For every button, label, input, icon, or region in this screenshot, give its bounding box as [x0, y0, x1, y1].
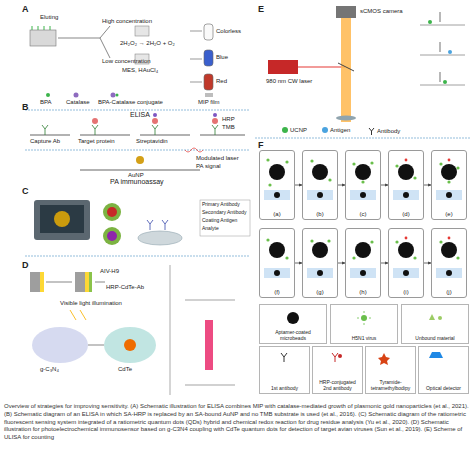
text-label: BPA	[40, 99, 64, 106]
legend-text: UCNP	[290, 127, 307, 133]
legend-text: Antibody	[377, 128, 400, 134]
text-label: Colorless	[216, 28, 252, 35]
flow-arrow	[338, 263, 345, 264]
step-panel: (h)	[345, 228, 381, 298]
panel-d-art	[30, 265, 235, 395]
node-text: HRP-conjugated 2nd antibody	[315, 380, 360, 391]
text-label: F	[258, 140, 270, 150]
text-label: TMB	[222, 124, 244, 131]
text-label: 980 nm CW laser	[266, 78, 326, 85]
text-label: Coating Antigen	[202, 218, 250, 224]
node-text: Tyramide-tetramethylbodipy	[368, 380, 413, 391]
node-text: (g)	[303, 289, 337, 295]
node-text: Unbound material	[404, 336, 466, 342]
node-text: (e)	[432, 211, 466, 217]
text-label: Capture Ab	[30, 138, 80, 145]
step-panel: (j)	[431, 228, 467, 298]
legend-cell: Unbound material	[401, 304, 469, 344]
node-text: (f)	[260, 289, 294, 295]
text-label: Target protein	[78, 138, 138, 145]
text-label: E	[258, 4, 270, 14]
node-text: (i)	[389, 289, 423, 295]
legend-cell: Aptamer-coated microbeads	[259, 304, 327, 344]
flow-arrow	[381, 185, 388, 186]
text-label: Primary Antibody	[202, 202, 250, 208]
text-label: AuNP	[128, 172, 158, 179]
legend-cell: H5N1 virus	[330, 304, 398, 344]
node-text: (b)	[303, 211, 337, 217]
legend-item: UCNP	[282, 127, 307, 133]
text-label: C	[22, 186, 34, 196]
text-label: Blue	[216, 54, 246, 61]
legend-swatch	[282, 127, 288, 133]
text-label: AIV-H9	[100, 268, 140, 275]
text-label: Red	[216, 78, 246, 85]
text-label: Visible light illumination	[60, 300, 140, 307]
panel-c-art	[25, 200, 250, 256]
legend-item: Antibody	[368, 127, 400, 135]
flow-arrow	[424, 263, 431, 264]
figure-caption: Overview of strategies for improving sen…	[4, 403, 470, 442]
legend-item: Antigen	[322, 127, 350, 133]
text-label: CdTe	[118, 366, 148, 373]
text-label: A	[22, 4, 34, 14]
legend-cell: Optical detector	[418, 346, 469, 394]
step-panel: (e)	[431, 150, 467, 220]
text-label: PA signal	[196, 163, 236, 170]
legend-cell: HRP-conjugated 2nd antibody	[312, 346, 363, 394]
text-label: Secondary Antibody	[202, 210, 250, 216]
step-panel: (d)	[388, 150, 424, 220]
flow-arrow	[295, 185, 302, 186]
node-text: H5N1 virus	[333, 336, 395, 342]
flow-arrow	[338, 185, 345, 186]
node-text: (c)	[346, 211, 380, 217]
flow-arrow	[381, 263, 388, 264]
step-panel: (g)	[302, 228, 338, 298]
step-panel: (b)	[302, 150, 338, 220]
text-label: PA immunoassay	[110, 178, 180, 186]
node-text: (h)	[346, 289, 380, 295]
text-label: sCMOS camera	[360, 8, 412, 15]
panel-a-art	[30, 24, 213, 98]
text-label: HRP-CdTe-Ab	[106, 284, 166, 291]
step-panel: (i)	[388, 228, 424, 298]
legend-swatch	[322, 127, 328, 133]
panel-b-art	[25, 110, 250, 170]
text-label: MIP film	[198, 99, 238, 106]
text-label: D	[22, 260, 34, 270]
text-label: B	[22, 102, 34, 112]
legend-text: Antigen	[330, 127, 350, 133]
node-text: Aptamer-coated microbeads	[262, 330, 324, 341]
node-text: (d)	[389, 211, 423, 217]
step-panel: (f)	[259, 228, 295, 298]
text-label: MES, HAuCl₄	[122, 67, 178, 74]
node-text: (a)	[260, 211, 294, 217]
legend-cell: Tyramide-tetramethylbodipy	[365, 346, 416, 394]
node-text: Optical detector	[421, 386, 466, 392]
text-label: Low concentration	[102, 58, 162, 65]
antibody-symbol	[368, 127, 375, 135]
text-label: HRP	[222, 116, 244, 123]
legend-cell: 1st antibody	[259, 346, 310, 394]
text-label: Streptavidin	[136, 138, 192, 145]
text-label: g-C₃N₄	[40, 366, 80, 373]
text-label: ELISA	[130, 111, 170, 119]
text-label: High concentration	[102, 18, 164, 25]
node-text: 1st antibody	[262, 386, 307, 392]
panel-e-art	[255, 6, 470, 138]
text-label: Catalase	[66, 99, 96, 106]
text-label: Analyte	[202, 226, 250, 232]
step-panel: (c)	[345, 150, 381, 220]
text-label: Modulated laser	[196, 155, 250, 162]
step-panel: (a)	[259, 150, 295, 220]
flow-arrow	[424, 185, 431, 186]
text-label: 2H₂O₂ → 2H₂O + O₂	[120, 40, 190, 47]
text-label: BPA-Catalase conjugate	[98, 99, 178, 106]
flow-arrow	[295, 263, 302, 264]
node-text: (j)	[432, 289, 466, 295]
text-label: Eluting	[40, 14, 80, 21]
